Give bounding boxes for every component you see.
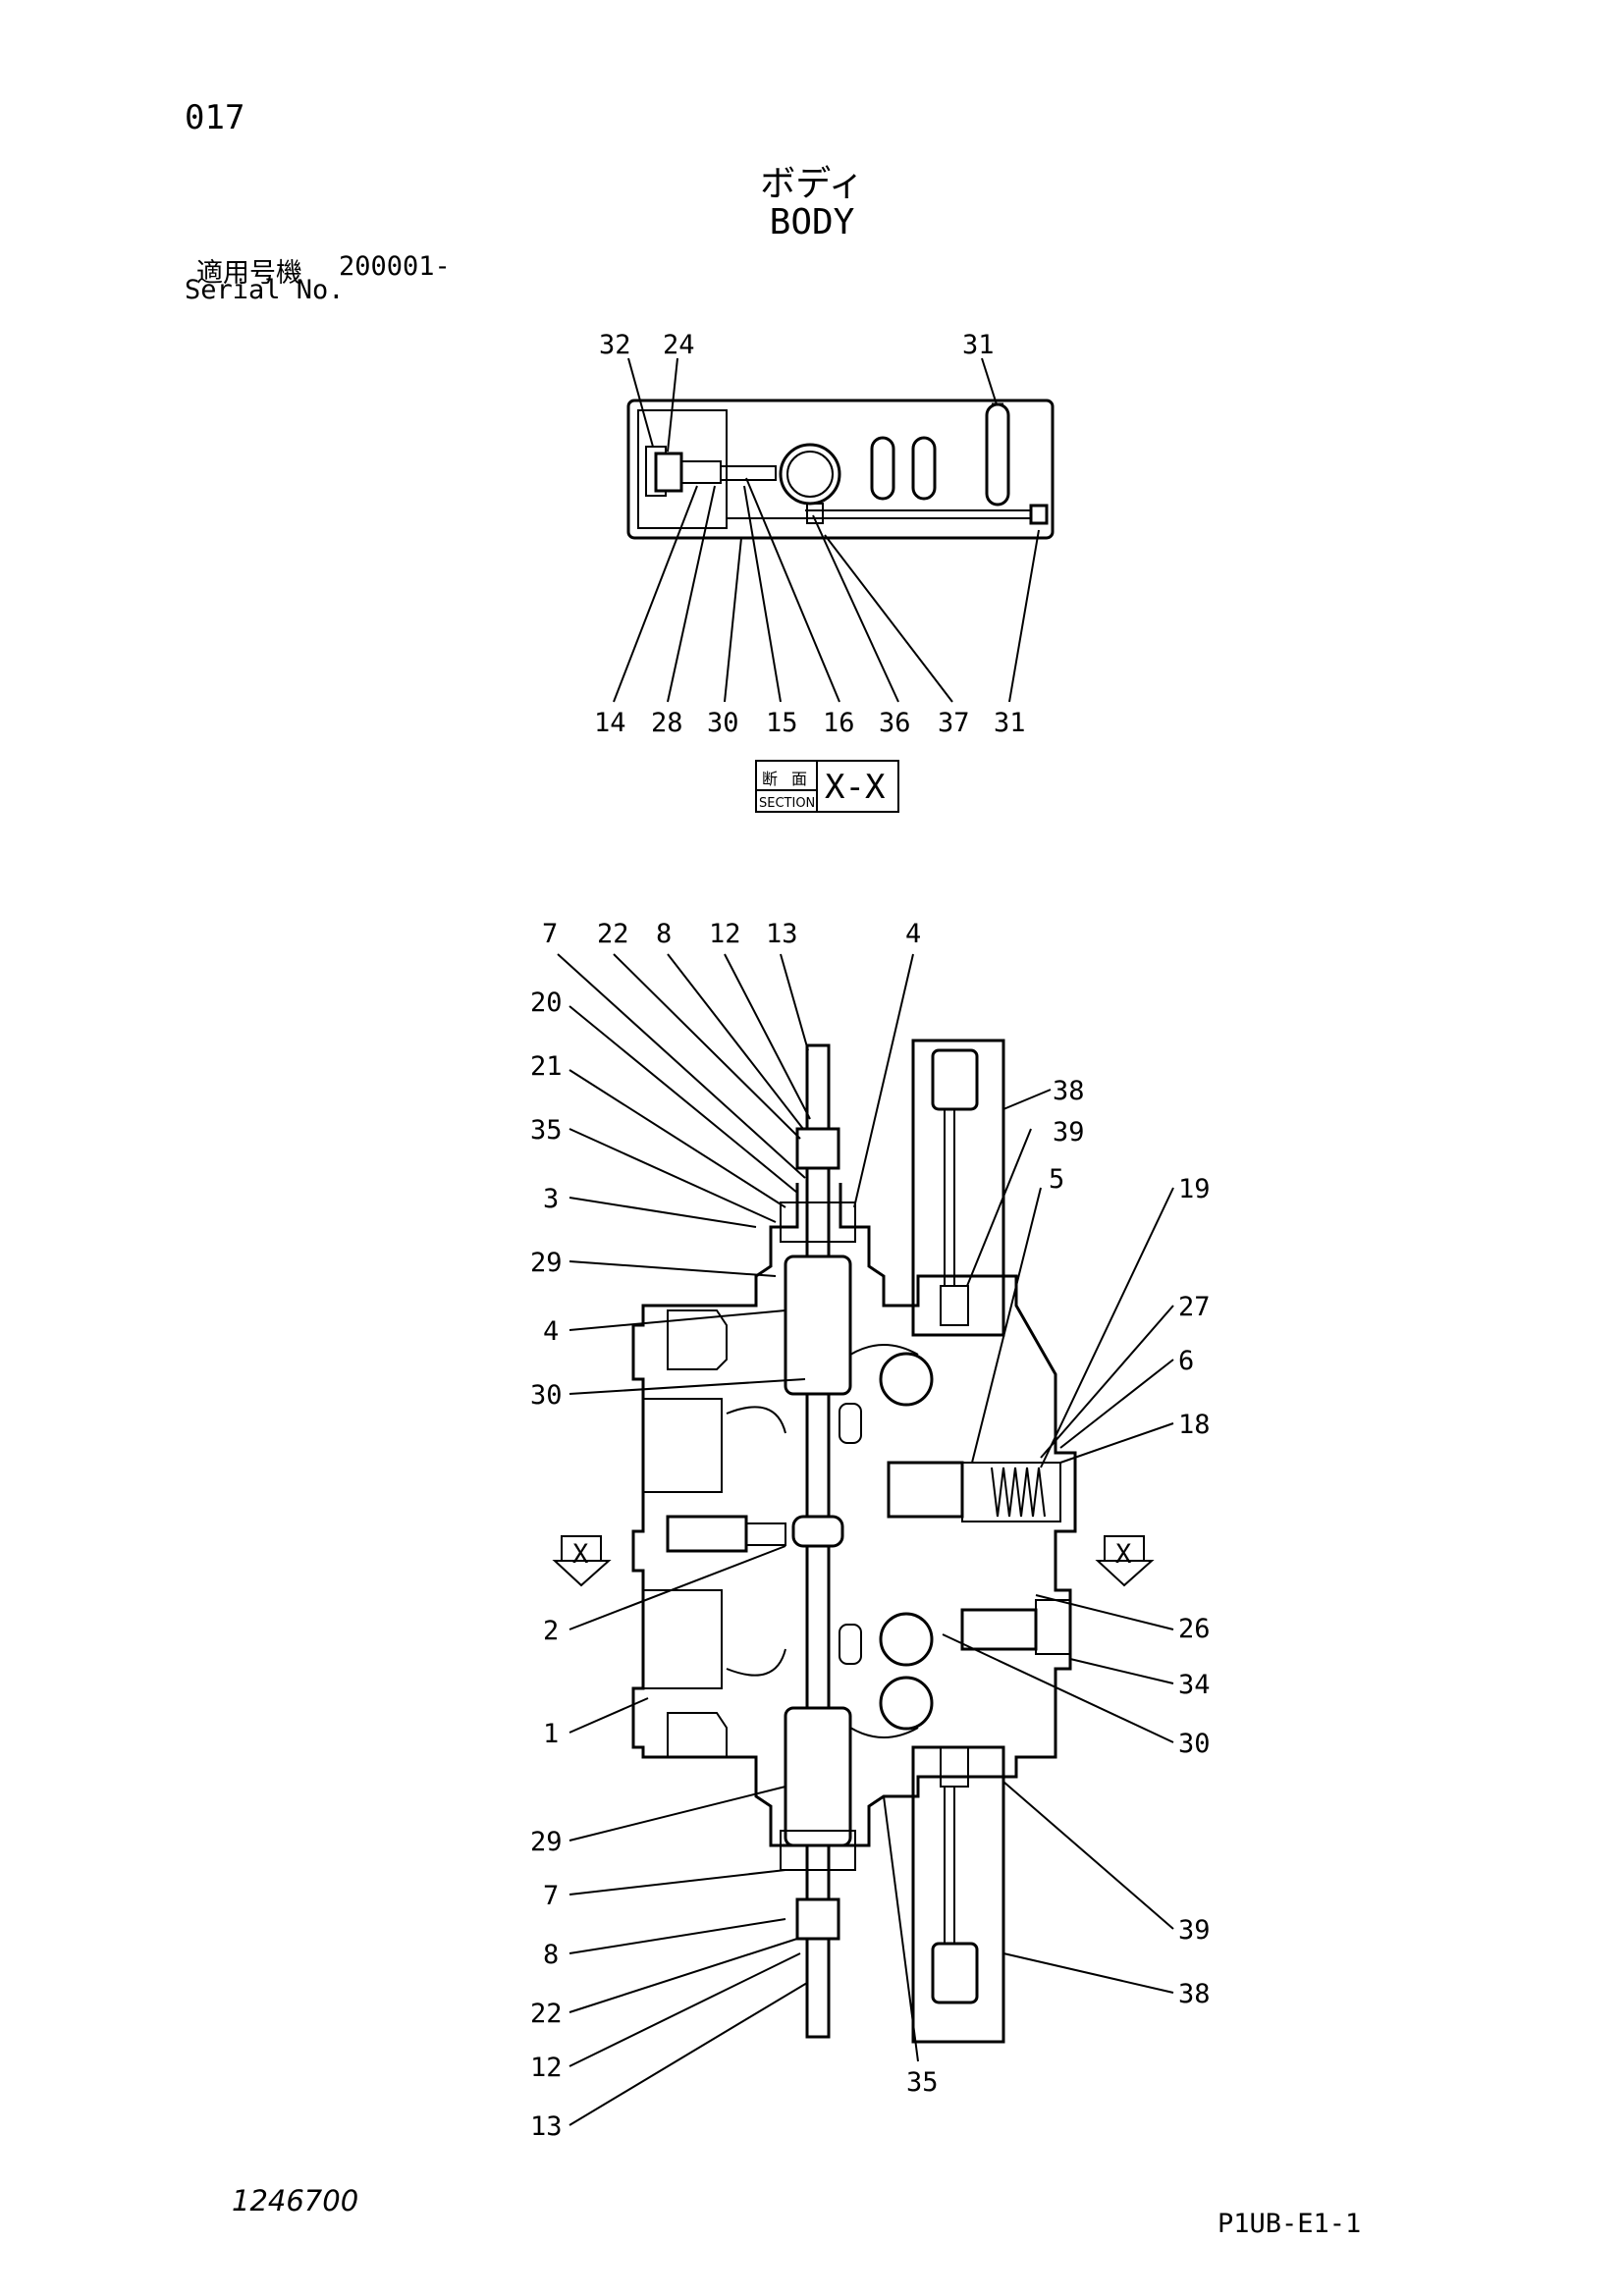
serial-value: 200001- bbox=[339, 251, 451, 282]
callout-30-left: 30 bbox=[530, 1380, 563, 1411]
section-view-drawing bbox=[626, 399, 1055, 540]
callout-37: 37 bbox=[938, 708, 970, 738]
callout-36: 36 bbox=[879, 708, 911, 738]
callout-2: 2 bbox=[543, 1616, 559, 1646]
callout-6: 6 bbox=[1178, 1346, 1194, 1376]
title-japanese: ボディ bbox=[760, 164, 864, 204]
section-view-callouts: 32 24 31 14 28 30 15 16 36 37 31 bbox=[594, 330, 1026, 738]
callout-3: 3 bbox=[543, 1184, 559, 1214]
drawing-number: 1246700 bbox=[232, 2184, 359, 2217]
callout-28: 28 bbox=[651, 708, 683, 738]
callout-29-upper: 29 bbox=[530, 1248, 563, 1278]
callout-12-top: 12 bbox=[709, 919, 741, 949]
callout-8-bottom: 8 bbox=[543, 1940, 559, 1970]
section-markers: X X bbox=[572, 1539, 1131, 1570]
callout-7-top: 7 bbox=[542, 919, 558, 949]
callout-26: 26 bbox=[1178, 1614, 1211, 1644]
callout-22-top: 22 bbox=[597, 919, 629, 949]
section-name: X-X bbox=[825, 768, 886, 807]
callout-5: 5 bbox=[1049, 1164, 1064, 1195]
callout-12-bottom: 12 bbox=[530, 2053, 563, 2083]
section-label-en: SECTION bbox=[759, 796, 815, 811]
callout-15: 15 bbox=[766, 708, 798, 738]
callout-35-left: 35 bbox=[530, 1115, 563, 1146]
callout-32: 32 bbox=[599, 330, 631, 360]
callout-1: 1 bbox=[543, 1719, 559, 1749]
callout-29-lower: 29 bbox=[530, 1827, 563, 1857]
title-english: BODY bbox=[769, 202, 855, 242]
section-label-jp-1: 断 bbox=[762, 770, 778, 788]
callout-38-lower: 38 bbox=[1178, 1979, 1211, 2009]
callout-18: 18 bbox=[1178, 1410, 1211, 1440]
main-view-leaders bbox=[557, 953, 1174, 2126]
callout-39-upper: 39 bbox=[1053, 1117, 1085, 1148]
callout-19: 19 bbox=[1178, 1174, 1211, 1204]
callout-14: 14 bbox=[594, 708, 626, 738]
callout-24: 24 bbox=[663, 330, 695, 360]
callout-7-bottom: 7 bbox=[543, 1881, 559, 1911]
callout-8-top: 8 bbox=[656, 919, 672, 949]
callout-4-left: 4 bbox=[543, 1316, 559, 1347]
callout-4-top: 4 bbox=[905, 919, 921, 949]
callout-31: 31 bbox=[962, 330, 995, 360]
callout-35-bottom: 35 bbox=[906, 2067, 939, 2098]
page-number: 017 bbox=[185, 98, 245, 137]
callout-39-lower: 39 bbox=[1178, 1915, 1211, 1946]
section-label-box: 断 面 SECTION X-X bbox=[755, 760, 899, 813]
callout-31: 31 bbox=[994, 708, 1026, 738]
callout-38-upper: 38 bbox=[1053, 1076, 1085, 1106]
callout-13-top: 13 bbox=[766, 919, 798, 949]
callout-34: 34 bbox=[1178, 1670, 1211, 1700]
section-marker-right: X bbox=[1115, 1539, 1131, 1570]
callout-30: 30 bbox=[707, 708, 739, 738]
main-view-callouts: 7 22 8 12 13 4 20 21 35 3 29 4 30 2 1 29… bbox=[530, 919, 1211, 2142]
callout-30-right: 30 bbox=[1178, 1729, 1211, 1759]
serial-label-english: Serial No. bbox=[185, 275, 345, 305]
section-label-jp-2: 面 bbox=[791, 770, 807, 788]
callout-13-bottom: 13 bbox=[530, 2111, 563, 2142]
callout-22-bottom: 22 bbox=[530, 1999, 563, 2029]
serial-label-japanese: 適用号機 bbox=[196, 258, 302, 289]
callout-21: 21 bbox=[530, 1051, 563, 1082]
section-marker-left: X bbox=[572, 1539, 588, 1570]
callout-16: 16 bbox=[823, 708, 855, 738]
callout-27: 27 bbox=[1178, 1292, 1211, 1322]
callout-20: 20 bbox=[530, 988, 563, 1018]
main-view-drawing bbox=[552, 1039, 1155, 2044]
sheet-code: P1UB-E1-1 bbox=[1218, 2209, 1362, 2239]
section-view-leaders bbox=[613, 357, 1040, 703]
